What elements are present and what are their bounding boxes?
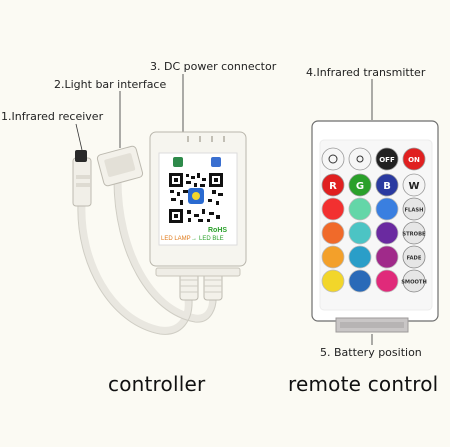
remote-control-caption: remote control (288, 372, 439, 396)
g-button[interactable] (348, 173, 372, 197)
controller-body: RoHS LED LAMP → LED BLE (149, 131, 247, 277)
mode-label-fade: FADE (407, 256, 422, 262)
on-button-label: ON (408, 156, 420, 164)
cable-edges (77, 179, 217, 335)
w-button-label: W (408, 181, 419, 192)
color-button-2-0[interactable] (321, 245, 345, 269)
r-button[interactable] (321, 173, 345, 197)
lamp-text: LED LAMP (161, 236, 191, 242)
mode-label-flash: FLASH (405, 208, 424, 214)
infrared-transmitter-label: 4.Infrared transmitter (306, 66, 426, 79)
color-button-2-2[interactable] (375, 245, 399, 269)
off-button-label: OFF (379, 156, 395, 164)
g-button-label: G (356, 181, 364, 192)
color-button-1-1[interactable] (348, 221, 372, 245)
color-button-0-1[interactable] (348, 197, 372, 221)
cables (78, 176, 216, 334)
controller-caption: controller (108, 372, 206, 396)
b-button[interactable] (375, 173, 399, 197)
color-button-1-0[interactable] (321, 221, 345, 245)
brightness-down-button[interactable] (348, 147, 372, 171)
color-button-3-0[interactable] (321, 269, 345, 293)
r-button-label: R (329, 181, 337, 192)
color-button-3-2[interactable] (375, 269, 399, 293)
ble-text: LED BLE (199, 236, 224, 242)
color-button-0-0[interactable] (321, 197, 345, 221)
mode-button-fade[interactable] (402, 245, 426, 269)
color-button-2-1[interactable] (348, 245, 372, 269)
color-button-0-2[interactable] (375, 197, 399, 221)
mode-button-flash[interactable] (402, 197, 426, 221)
svg-text:→: → (191, 236, 197, 242)
infrared-receiver-label: 1.Infrared receiver (1, 110, 104, 123)
infrared-receiver-plug (72, 150, 92, 207)
b-button-label: B (383, 181, 391, 192)
mode-button-smooth[interactable] (402, 269, 426, 293)
on-button[interactable] (402, 147, 426, 171)
mode-button-strobe[interactable] (402, 221, 426, 245)
color-button-3-1[interactable] (348, 269, 372, 293)
light-bar-connector (96, 145, 144, 187)
brightness-up-button[interactable] (321, 147, 345, 171)
rohs-mark: RoHS (208, 227, 227, 234)
color-button-1-2[interactable] (375, 221, 399, 245)
leader-lines (75, 74, 373, 345)
mode-label-strobe: STROBE (402, 232, 426, 238)
mode-label-smooth: SMOOTH (401, 280, 427, 286)
remote-buttons: OFF ON R G B W FLASH STROBE FADE SMOOTH (321, 147, 427, 293)
battery-position-label: 5. Battery position (320, 346, 422, 359)
w-button[interactable] (402, 173, 426, 197)
sun-dim-icon (356, 155, 364, 163)
qr-code (168, 172, 224, 224)
light-bar-interface-label: 2.Light bar interface (54, 78, 167, 91)
dc-power-connector-label: 3. DC power connector (150, 60, 277, 73)
sun-bright-icon (328, 154, 338, 164)
off-button[interactable] (375, 147, 399, 171)
